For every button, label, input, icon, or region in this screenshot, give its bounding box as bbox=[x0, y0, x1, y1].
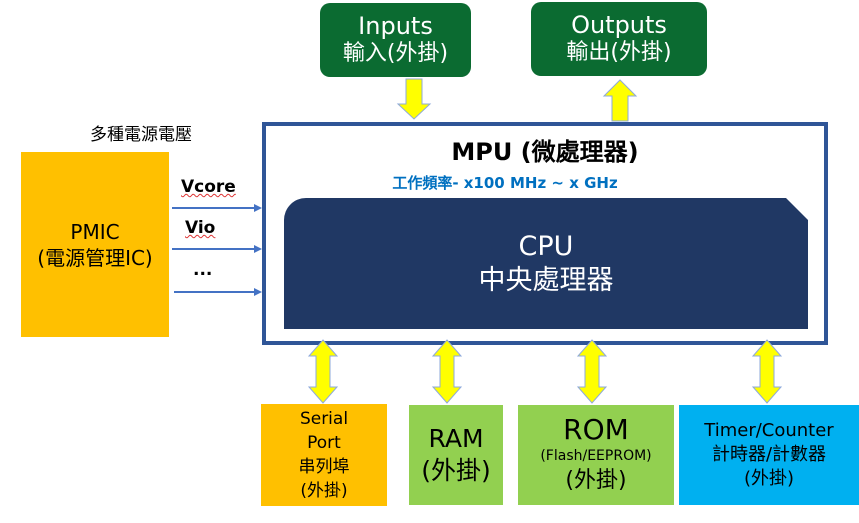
serial-port-box: Serial Port 串列埠 (外掛) bbox=[261, 404, 387, 506]
outputs-title: Outputs bbox=[571, 11, 667, 39]
power-rail-arrow-vio bbox=[172, 245, 262, 253]
timer-line: (外掛) bbox=[743, 468, 795, 489]
rom-box: ROM (Flash/EEPROM) (外掛) bbox=[518, 405, 674, 505]
input-arrow-icon bbox=[396, 78, 432, 120]
pmic-title: PMIC bbox=[70, 219, 120, 244]
rom-line: ROM bbox=[563, 413, 629, 446]
serial-line: (外掛) bbox=[300, 481, 348, 501]
mpu-block: MPU (微處理器) 工作頻率- x100 MHz ~ x GHz CPU 中央… bbox=[262, 122, 828, 345]
output-arrow-icon bbox=[602, 79, 638, 122]
bus-arrow-serial-icon bbox=[307, 339, 339, 404]
power-voltages-label: 多種電源電壓 bbox=[90, 125, 192, 145]
power-rail-arrow-vcore bbox=[172, 204, 262, 212]
serial-line: Serial bbox=[299, 409, 349, 429]
pmic-box: PMIC (電源管理IC) bbox=[21, 152, 169, 337]
timer-counter-box: Timer/Counter 計時器/計數器 (外掛) bbox=[679, 405, 859, 505]
power-rail-arrow-more bbox=[174, 288, 262, 296]
ram-box: RAM (外掛) bbox=[409, 405, 503, 505]
cpu-block: CPU 中央處理器 bbox=[284, 198, 808, 329]
rail-label-vio: Vio bbox=[185, 218, 216, 238]
inputs-box: Inputs 輸入(外掛) bbox=[320, 3, 471, 77]
cpu-title: CPU bbox=[518, 230, 574, 262]
cpu-subtitle: 中央處理器 bbox=[478, 264, 614, 296]
bus-arrow-timer-icon bbox=[751, 339, 783, 404]
outputs-subtitle: 輸出(外掛) bbox=[566, 40, 672, 65]
rom-line: (Flash/EEPROM) bbox=[540, 448, 652, 464]
rail-label-more: ... bbox=[193, 260, 213, 280]
ram-line: RAM bbox=[428, 424, 484, 453]
pmic-subtitle: (電源管理IC) bbox=[37, 245, 153, 270]
mpu-title: MPU (微處理器) bbox=[451, 138, 639, 166]
inputs-subtitle: 輸入(外掛) bbox=[342, 41, 449, 66]
mpu-frequency: 工作頻率- x100 MHz ~ x GHz bbox=[392, 174, 618, 192]
outputs-box: Outputs 輸出(外掛) bbox=[531, 2, 707, 76]
serial-line: 串列埠 bbox=[298, 457, 350, 477]
bus-arrow-rom-icon bbox=[576, 339, 608, 404]
serial-line: Port bbox=[307, 433, 341, 453]
ram-line: (外掛) bbox=[421, 456, 491, 485]
timer-line: 計時器/計數器 bbox=[711, 444, 827, 465]
timer-line: Timer/Counter bbox=[704, 420, 834, 441]
rail-label-vcore: Vcore bbox=[181, 177, 236, 197]
bus-arrow-ram-icon bbox=[431, 339, 463, 404]
rom-line: (外掛) bbox=[565, 468, 627, 493]
inputs-title: Inputs bbox=[358, 12, 433, 40]
